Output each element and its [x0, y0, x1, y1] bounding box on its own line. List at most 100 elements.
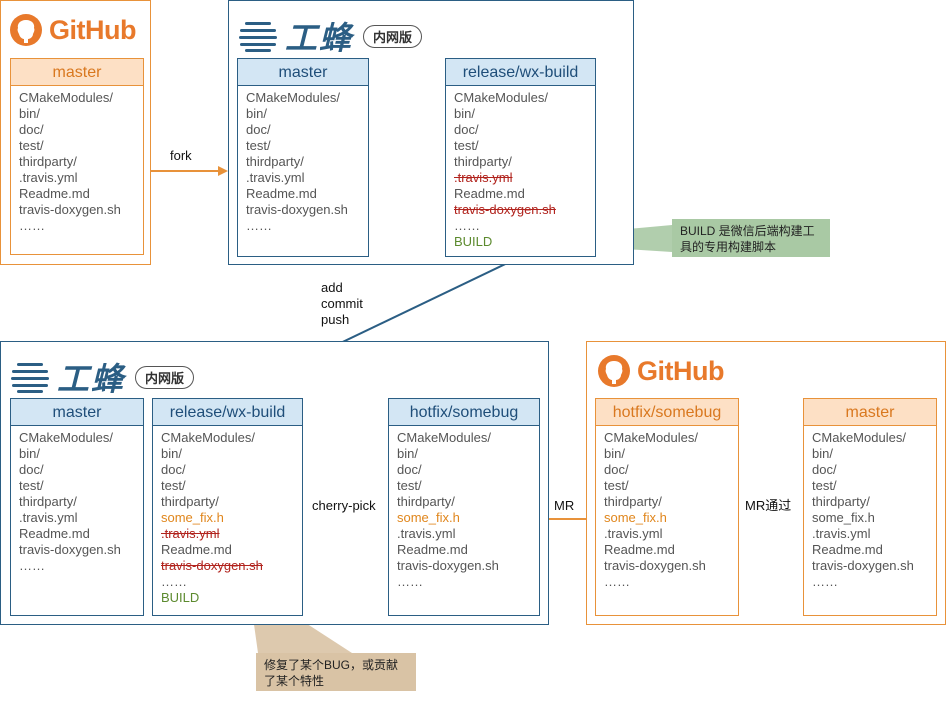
file-entry: CMakeModules/ — [454, 90, 548, 105]
gf2-master-panel: master CMakeModules/bin/doc/test/thirdpa… — [10, 398, 144, 616]
file-entry: doc/ — [604, 462, 629, 477]
fork-label: fork — [170, 148, 192, 163]
mr-approved-label: MR通过 — [745, 498, 792, 513]
panel-title: hotfix/somebug — [389, 399, 539, 426]
file-entry: test/ — [19, 138, 44, 153]
file-entry: bin/ — [812, 446, 833, 461]
file-entry: Readme.md — [604, 542, 675, 557]
file-entry: travis-doxygen.sh — [19, 542, 121, 557]
file-entry: thirdparty/ — [19, 154, 77, 169]
octocat-icon — [10, 14, 42, 46]
file-entry: bin/ — [19, 106, 40, 121]
file-entry: BUILD — [161, 590, 200, 605]
gongfeng-logo: 工蜂 内网版 — [239, 13, 423, 59]
gh2-hotfix-panel: hotfix/somebug CMakeModules/bin/doc/test… — [595, 398, 739, 616]
file-entry: doc/ — [812, 462, 837, 477]
gf2-release-panel: release/wx-build CMakeModules/bin/doc/te… — [152, 398, 303, 616]
file-entry: …… — [19, 558, 45, 573]
file-entry: doc/ — [397, 462, 422, 477]
push-label-line: commit — [321, 296, 363, 311]
file-entry: Readme.md — [19, 526, 90, 541]
file-entry: travis-doxygen.sh — [19, 202, 121, 217]
file-entry: thirdparty/ — [454, 154, 512, 169]
file-entry: .travis.yml — [246, 170, 305, 185]
file-entry: .travis.yml — [19, 170, 78, 185]
file-entry: .travis.yml — [812, 526, 871, 541]
gongfeng-mirror-group: 工蜂 内网版 master CMakeModules/bin/doc/test/… — [228, 0, 634, 265]
file-entry: travis-doxygen.sh — [161, 558, 263, 573]
fix-note-text: 修复了某个BUG，或贡献了某个特性 — [264, 658, 399, 688]
file-entry: thirdparty/ — [812, 494, 870, 509]
file-entry: travis-doxygen.sh — [604, 558, 706, 573]
gongfeng-dev-group: 工蜂 内网版 master CMakeModules/bin/doc/test/… — [0, 341, 549, 625]
file-list: CMakeModules/bin/doc/test/thirdparty/som… — [812, 430, 914, 590]
file-entry: CMakeModules/ — [604, 430, 698, 445]
gongfeng-icon — [11, 363, 49, 393]
intranet-badge: 内网版 — [135, 365, 195, 389]
file-entry: …… — [246, 218, 272, 233]
file-entry: travis-doxygen.sh — [454, 202, 556, 217]
push-label: add commit push — [321, 280, 363, 328]
file-entry: Readme.md — [397, 542, 468, 557]
file-entry: .travis.yml — [604, 526, 663, 541]
gongfeng-logo: 工蜂 内网版 — [11, 354, 195, 400]
file-entry: …… — [604, 574, 630, 589]
github-logo: GitHub — [9, 13, 136, 47]
file-entry: .travis.yml — [19, 510, 78, 525]
file-entry: bin/ — [604, 446, 625, 461]
file-entry: travis-doxygen.sh — [397, 558, 499, 573]
file-entry: test/ — [161, 478, 186, 493]
file-entry: some_fix.h — [397, 510, 460, 525]
file-entry: CMakeModules/ — [161, 430, 255, 445]
file-entry: …… — [397, 574, 423, 589]
file-entry: thirdparty/ — [397, 494, 455, 509]
file-entry: CMakeModules/ — [246, 90, 340, 105]
file-entry: doc/ — [19, 122, 44, 137]
github-logo: GitHub — [597, 354, 724, 388]
fix-note: 修复了某个BUG，或贡献了某个特性 — [256, 653, 416, 691]
gf1-master-panel: master CMakeModules/bin/doc/test/thirdpa… — [237, 58, 369, 257]
file-list: CMakeModules/bin/doc/test/thirdparty/som… — [161, 430, 263, 606]
file-entry: Readme.md — [812, 542, 883, 557]
github-wordmark: GitHub — [49, 14, 136, 45]
file-entry: Readme.md — [246, 186, 317, 201]
file-entry: .travis.yml — [161, 526, 220, 541]
build-note: BUILD 是微信后端构建工具的专用构建脚本 — [672, 219, 830, 257]
file-entry: travis-doxygen.sh — [812, 558, 914, 573]
file-entry: thirdparty/ — [246, 154, 304, 169]
file-list: CMakeModules/bin/doc/test/thirdparty/.tr… — [454, 90, 556, 250]
file-entry: test/ — [19, 478, 44, 493]
file-entry: bin/ — [19, 446, 40, 461]
panel-title: master — [11, 399, 143, 426]
file-entry: …… — [161, 574, 187, 589]
gongfeng-wordmark: 工蜂 — [285, 20, 354, 56]
github-pr-group: GitHub hotfix/somebug CMakeModules/bin/d… — [586, 341, 946, 625]
file-entry: Readme.md — [161, 542, 232, 557]
github-upstream-group: GitHub master CMakeModules/bin/doc/test/… — [0, 0, 151, 265]
push-label-line: push — [321, 312, 350, 327]
file-entry: test/ — [812, 478, 837, 493]
octocat-icon — [598, 355, 630, 387]
push-label-line: add — [321, 280, 343, 295]
file-entry: …… — [812, 574, 838, 589]
mr-label: MR — [554, 498, 575, 513]
file-entry: BUILD — [454, 234, 493, 249]
file-entry: …… — [454, 218, 480, 233]
file-entry: some_fix.h — [812, 510, 875, 525]
panel-title: master — [11, 59, 143, 86]
file-entry: test/ — [454, 138, 479, 153]
panel-title: master — [238, 59, 368, 86]
file-entry: thirdparty/ — [19, 494, 77, 509]
file-entry: test/ — [246, 138, 271, 153]
gongfeng-wordmark: 工蜂 — [57, 361, 126, 397]
file-entry: doc/ — [246, 122, 271, 137]
file-entry: CMakeModules/ — [19, 430, 113, 445]
file-list: CMakeModules/bin/doc/test/thirdparty/.tr… — [19, 430, 121, 574]
file-entry: thirdparty/ — [604, 494, 662, 509]
gongfeng-icon — [239, 22, 277, 52]
file-list: CMakeModules/bin/doc/test/thirdparty/.tr… — [246, 90, 348, 234]
gf2-hotfix-panel: hotfix/somebug CMakeModules/bin/doc/test… — [388, 398, 540, 616]
file-entry: bin/ — [397, 446, 418, 461]
file-entry: CMakeModules/ — [397, 430, 491, 445]
intranet-badge: 内网版 — [363, 24, 423, 48]
